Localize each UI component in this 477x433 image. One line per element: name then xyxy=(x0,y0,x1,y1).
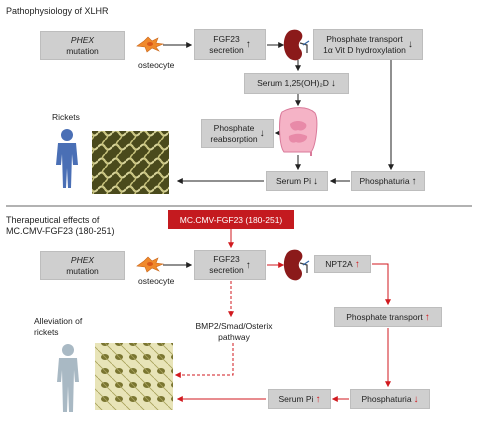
osteocyte-label-bottom: osteocyte xyxy=(138,276,175,286)
bmp-line-2: pathway xyxy=(218,332,250,342)
mutation-label: mutation xyxy=(66,265,99,276)
npt2a-box: NPT2A ↑ xyxy=(314,255,371,273)
osteocyte-icon xyxy=(136,256,165,273)
phosphaturia-box-top: Phosphaturia ↑ xyxy=(351,171,425,191)
phosphate-transport-label: Phosphate transport xyxy=(326,33,403,44)
arrow-npt2a-to-transport xyxy=(372,263,391,306)
title-line-2: MC.CMV-FGF23 (180-251) xyxy=(6,226,115,236)
down-arrow-icon: ↓ xyxy=(259,128,265,139)
npt2a-label: NPT2A xyxy=(325,258,353,269)
phosphate-label: Phosphate xyxy=(213,122,255,133)
serum-pi-box-bottom: Serum Pi ↑ xyxy=(268,389,331,409)
vitd-hydroxylation-label: 1α Vit D hydroxylation xyxy=(323,44,406,55)
up-arrow-icon: ↑ xyxy=(411,175,417,187)
serum-pi-label: Serum Pi xyxy=(278,393,314,404)
serum-vitd-label: Serum 1,25(OH)₂D xyxy=(257,78,329,88)
section-title-top: Pathophysiology of XLHR xyxy=(6,6,109,16)
bmp-line-1: BMP2/Smad/Osterix xyxy=(195,321,273,331)
up-arrow-icon: ↑ xyxy=(245,259,251,271)
down-arrow-icon: ↓ xyxy=(407,39,413,50)
down-arrow-icon: ↓ xyxy=(413,393,419,405)
rickets-bone-image xyxy=(92,131,169,194)
phosphate-transport-box-bottom: Phosphate transport ↑ xyxy=(334,307,442,327)
intestine-icon xyxy=(279,107,318,156)
healthy-person-icon xyxy=(57,344,79,412)
up-arrow-icon: ↑ xyxy=(354,258,360,270)
mutation-label: mutation xyxy=(66,45,99,56)
kidney-icon xyxy=(283,249,310,281)
rickets-label: Rickets xyxy=(52,112,80,122)
secretion-label: secretion xyxy=(209,44,244,55)
serum-vitd-box: Serum 1,25(OH)₂D ↓ xyxy=(244,73,349,94)
phex-label: PHEX xyxy=(70,254,95,265)
down-arrow-icon: ↓ xyxy=(330,78,336,89)
phex-label: PHEX xyxy=(70,34,95,45)
treatment-box: MC.CMV-FGF23 (180-251) xyxy=(168,210,294,229)
alleviation-line-2: rickets xyxy=(34,327,59,337)
phosphaturia-label: Phosphaturia xyxy=(361,393,412,404)
title-line-1: Therapeutical effects of xyxy=(6,215,100,225)
down-arrow-icon: ↓ xyxy=(312,175,318,187)
serum-pi-label: Serum Pi xyxy=(276,175,311,186)
healthy-bone-image xyxy=(95,343,173,410)
arrow-bmp-to-alleviation xyxy=(174,343,234,378)
fgf23-label: FGF23 xyxy=(213,254,240,264)
osteocyte-label: osteocyte xyxy=(138,60,175,70)
phosphaturia-label: Phosphaturia xyxy=(359,175,410,186)
fgf23-label: FGF23 xyxy=(213,33,240,44)
alleviation-line-1: Alleviation of xyxy=(34,316,83,326)
phosphate-transport-label: Phosphate transport xyxy=(346,311,423,322)
osteocyte-icon xyxy=(136,36,165,53)
kidney-icon xyxy=(283,29,310,61)
up-arrow-icon: ↑ xyxy=(424,311,430,323)
up-arrow-icon: ↑ xyxy=(315,393,321,405)
serum-pi-box-top: Serum Pi ↓ xyxy=(266,171,328,191)
rickets-person-icon xyxy=(56,129,78,188)
secretion-label: secretion xyxy=(209,265,244,275)
phosphaturia-box-bottom: Phosphaturia ↓ xyxy=(350,389,430,409)
reabsorption-label: reabsorption xyxy=(210,133,258,144)
up-arrow-icon: ↑ xyxy=(245,39,251,50)
